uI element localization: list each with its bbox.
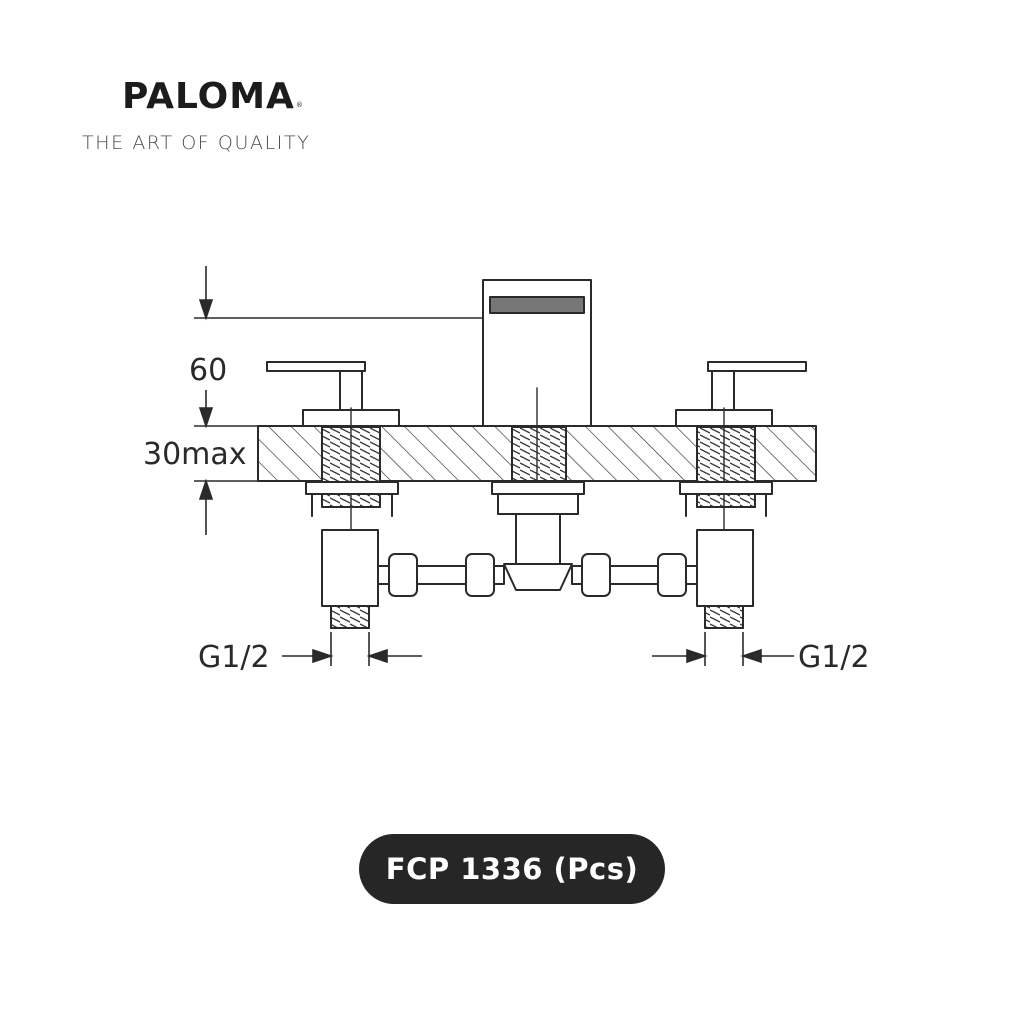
brand-name: PALOMA [122, 76, 295, 117]
height-dimension-label: 60 [189, 353, 227, 388]
left-thread-size-label: G1/2 [198, 640, 270, 675]
left-inner-fitting [465, 553, 495, 597]
left-handle-lever [266, 361, 366, 372]
product-code-badge: FCP 1336 (Pcs) [359, 834, 665, 904]
left-outer-fitting [388, 553, 418, 597]
brand-logo: PALOMA® [122, 74, 352, 120]
left-valve-body [321, 529, 379, 607]
right-thread-size-label: G1/2 [798, 640, 870, 675]
registered-mark: ® [295, 101, 304, 109]
right-handle-lever [707, 361, 807, 372]
right-valve-body [696, 529, 754, 607]
center-tee-body [515, 513, 561, 565]
left-lock-nut [305, 481, 399, 495]
right-outer-fitting [657, 553, 687, 597]
right-lock-nut [679, 481, 773, 495]
center-lock-nut [491, 481, 585, 495]
brand-block: PALOMA® THE ART OF QUALITY [82, 74, 352, 154]
product-code-label: FCP 1336 (Pcs) [385, 852, 639, 886]
spout-outlet [489, 296, 585, 314]
right-inner-fitting [581, 553, 611, 597]
left-handle-stem [339, 370, 363, 412]
brand-tagline: THE ART OF QUALITY [82, 132, 311, 154]
right-handle-stem [711, 370, 735, 412]
deck-thickness-label: 30max [143, 437, 247, 472]
